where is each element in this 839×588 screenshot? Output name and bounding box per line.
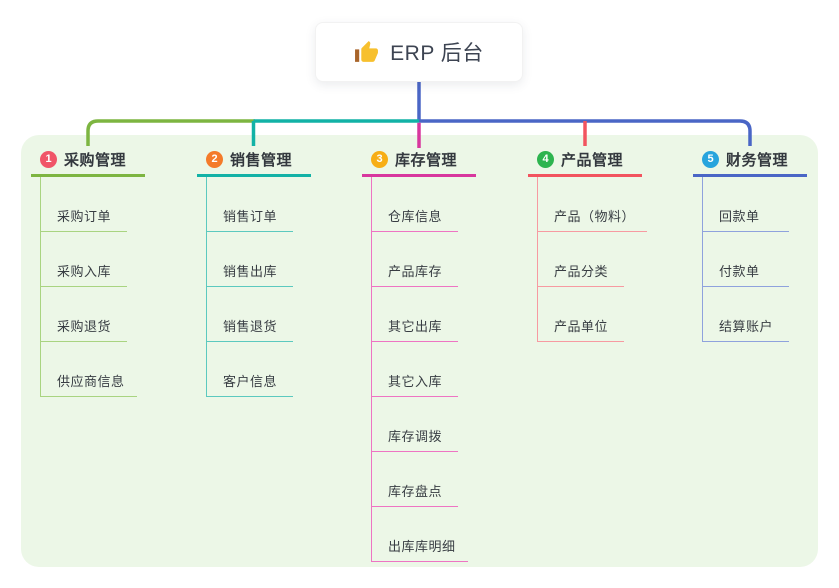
branches-panel bbox=[21, 135, 818, 567]
branch-label: 库存管理 bbox=[395, 151, 458, 169]
branch-inventory: 3 库存管理 仓库信息 产品库存 其它出库 其它入库 库存调拨 库存盘点 出库库… bbox=[362, 148, 512, 562]
child-node[interactable]: 销售出库 bbox=[207, 232, 293, 287]
branch-label: 采购管理 bbox=[64, 151, 127, 169]
branch-header-procurement[interactable]: 1 采购管理 bbox=[31, 148, 145, 177]
child-node[interactable]: 出库库明细 bbox=[372, 507, 468, 562]
child-node[interactable]: 供应商信息 bbox=[41, 342, 137, 397]
branch-procurement: 1 采购管理 采购订单 采购入库 采购退货 供应商信息 bbox=[31, 148, 181, 397]
branch-label: 产品管理 bbox=[561, 151, 624, 169]
child-node[interactable]: 产品（物料） bbox=[538, 177, 648, 232]
branch-header-sales[interactable]: 2 销售管理 bbox=[197, 148, 311, 177]
branch-header-finance[interactable]: 5 财务管理 bbox=[693, 148, 807, 177]
branch-number-badge: 1 bbox=[40, 150, 57, 168]
branch-header-inventory[interactable]: 3 库存管理 bbox=[362, 148, 476, 177]
branch-children: 销售订单 销售出库 销售退货 客户信息 bbox=[206, 177, 293, 397]
child-node[interactable]: 仓库信息 bbox=[372, 177, 458, 232]
branch-children: 采购订单 采购入库 采购退货 供应商信息 bbox=[40, 177, 137, 397]
child-node[interactable]: 付款单 bbox=[703, 232, 789, 287]
child-node[interactable]: 其它出库 bbox=[372, 287, 458, 342]
child-node[interactable]: 库存调拨 bbox=[372, 397, 458, 452]
child-node[interactable]: 客户信息 bbox=[207, 342, 293, 397]
child-node[interactable]: 其它入库 bbox=[372, 342, 458, 397]
branch-number-badge: 4 bbox=[537, 150, 554, 168]
branch-label: 财务管理 bbox=[726, 151, 789, 169]
branch-children: 产品（物料） 产品分类 产品单位 bbox=[537, 177, 648, 342]
child-node[interactable]: 采购订单 bbox=[41, 177, 127, 232]
child-node[interactable]: 销售退货 bbox=[207, 287, 293, 342]
branch-number-badge: 5 bbox=[702, 150, 719, 168]
root-node[interactable]: ERP 后台 bbox=[315, 22, 523, 82]
child-node[interactable]: 采购入库 bbox=[41, 232, 127, 287]
child-node[interactable]: 采购退货 bbox=[41, 287, 127, 342]
branch-label: 销售管理 bbox=[230, 151, 293, 169]
root-node-title: ERP 后台 bbox=[390, 42, 484, 65]
branch-finance: 5 财务管理 回款单 付款单 结算账户 bbox=[693, 148, 839, 342]
child-node[interactable]: 回款单 bbox=[703, 177, 789, 232]
branch-number-badge: 3 bbox=[371, 150, 388, 168]
branch-sales: 2 销售管理 销售订单 销售出库 销售退货 客户信息 bbox=[197, 148, 347, 397]
branch-product: 4 产品管理 产品（物料） 产品分类 产品单位 bbox=[528, 148, 678, 342]
child-node[interactable]: 销售订单 bbox=[207, 177, 293, 232]
child-node[interactable]: 结算账户 bbox=[703, 287, 789, 342]
child-node[interactable]: 库存盘点 bbox=[372, 452, 458, 507]
child-node[interactable]: 产品分类 bbox=[538, 232, 624, 287]
branch-children: 回款单 付款单 结算账户 bbox=[702, 177, 789, 342]
branch-children: 仓库信息 产品库存 其它出库 其它入库 库存调拨 库存盘点 出库库明细 bbox=[371, 177, 468, 562]
child-node[interactable]: 产品单位 bbox=[538, 287, 624, 342]
branch-number-badge: 2 bbox=[206, 150, 223, 168]
branch-header-product[interactable]: 4 产品管理 bbox=[528, 148, 642, 177]
thumbs-up-icon bbox=[355, 40, 379, 62]
child-node[interactable]: 产品库存 bbox=[372, 232, 458, 287]
